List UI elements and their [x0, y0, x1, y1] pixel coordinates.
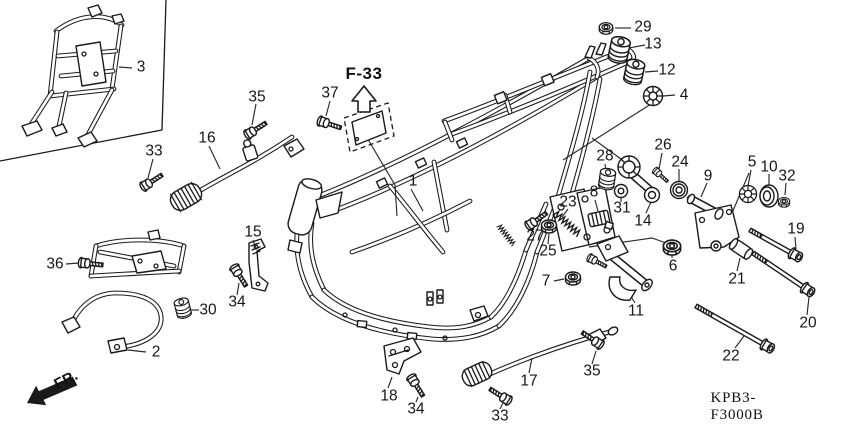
- part-label-7-6: 7: [541, 272, 551, 290]
- bolt-33-upper: [137, 169, 166, 194]
- label-plate-inset: [343, 102, 395, 153]
- f33-up-arrow: [351, 85, 377, 113]
- part-label-8-7: 8: [589, 183, 599, 201]
- nut-32: [777, 196, 791, 208]
- hanger-bracket-9: [686, 193, 740, 252]
- part-label-26-25: 26: [654, 136, 672, 154]
- part-label-18-17: 18: [380, 387, 398, 405]
- nut-25: [540, 219, 558, 234]
- part-label-12-11: 12: [658, 61, 676, 79]
- bolt-34-left: [227, 261, 252, 290]
- front-subframe-assembly: [21, 4, 125, 148]
- part-label-27-26: 27: [526, 227, 544, 245]
- drawing-code: KPB3-F3000B: [710, 390, 764, 423]
- grommet-5: [738, 184, 758, 204]
- part-label-2-1: 2: [151, 343, 161, 361]
- bolt-35-upper: [241, 117, 270, 142]
- part-label-35-37: 35: [583, 362, 601, 380]
- part-label-9-8: 9: [703, 167, 713, 185]
- part-label-36-38: 36: [46, 255, 64, 273]
- part-label-10-9: 10: [760, 158, 778, 176]
- nut-7: [564, 271, 582, 286]
- collar-21: [728, 238, 754, 260]
- part-label-32-31: 32: [778, 167, 796, 185]
- rubber-30: [172, 296, 193, 321]
- part-label-6-5: 6: [668, 257, 678, 275]
- part-label-4-3: 4: [679, 86, 689, 104]
- part-label-28-27: 28: [596, 147, 614, 165]
- part-label-21-20: 21: [728, 270, 746, 288]
- part-label-20-19: 20: [799, 314, 817, 332]
- section-reference: F-33: [345, 64, 383, 83]
- part-label-17-16: 17: [520, 372, 538, 390]
- part-label-33-33: 33: [491, 407, 509, 425]
- lower-subframe-assembly: [61, 229, 187, 354]
- part-label-15-14: 15: [244, 223, 262, 241]
- bolt-33-lower: [486, 383, 515, 408]
- washer-31: [613, 183, 629, 199]
- bolt-19: [748, 227, 804, 263]
- part-label-13-12: 13: [644, 35, 662, 53]
- part-label-16-15: 16: [198, 129, 216, 147]
- part-label-22-21: 22: [722, 347, 740, 365]
- bolt-34-lower: [404, 371, 429, 400]
- part-label-29-28: 29: [634, 18, 652, 36]
- part-label-37-39: 37: [321, 84, 339, 102]
- part-label-24-23: 24: [671, 153, 689, 171]
- part-label-11-10: 11: [627, 302, 645, 320]
- part-label-31-30: 31: [613, 199, 631, 217]
- ring-10: [759, 184, 779, 208]
- nut-29: [598, 21, 614, 35]
- inset-border-line: [0, 0, 167, 162]
- bolt-26: [650, 165, 671, 185]
- bushing-24: [669, 180, 689, 200]
- grommet-4: [642, 85, 664, 107]
- main-frame-brackets: [287, 42, 616, 341]
- part-label-14-13: 14: [634, 212, 652, 230]
- part-label-30-29: 30: [199, 301, 217, 319]
- pipe-16: [169, 134, 305, 213]
- rubber-28: [597, 166, 617, 192]
- bolt-37: [315, 114, 344, 134]
- clamp-8: [587, 209, 614, 231]
- hanger-bracket-11: [585, 235, 653, 301]
- part-label-1-0: 1: [408, 172, 418, 190]
- part-label-35-36: 35: [248, 88, 266, 106]
- spring-small: [496, 223, 517, 247]
- part-label-3-2: 3: [136, 58, 146, 76]
- part-label-5-4: 5: [747, 153, 757, 171]
- bolt-22: [694, 303, 776, 354]
- part-label-34-35: 34: [407, 400, 425, 418]
- part-label-23-22: 23: [559, 193, 577, 211]
- bracket-18: [383, 337, 422, 375]
- bracket-15: [248, 238, 269, 292]
- link-14: [617, 155, 661, 204]
- part-label-33-32: 33: [145, 142, 163, 160]
- part-label-34-34: 34: [228, 293, 246, 311]
- bolt-20: [751, 250, 816, 298]
- part-label-25-24: 25: [539, 242, 557, 260]
- part-label-19-18: 19: [787, 220, 805, 238]
- main-frame-body: [294, 46, 637, 342]
- nut-6: [662, 239, 682, 256]
- fr-direction-arrow: [27, 376, 78, 406]
- small-parts: [77, 21, 791, 408]
